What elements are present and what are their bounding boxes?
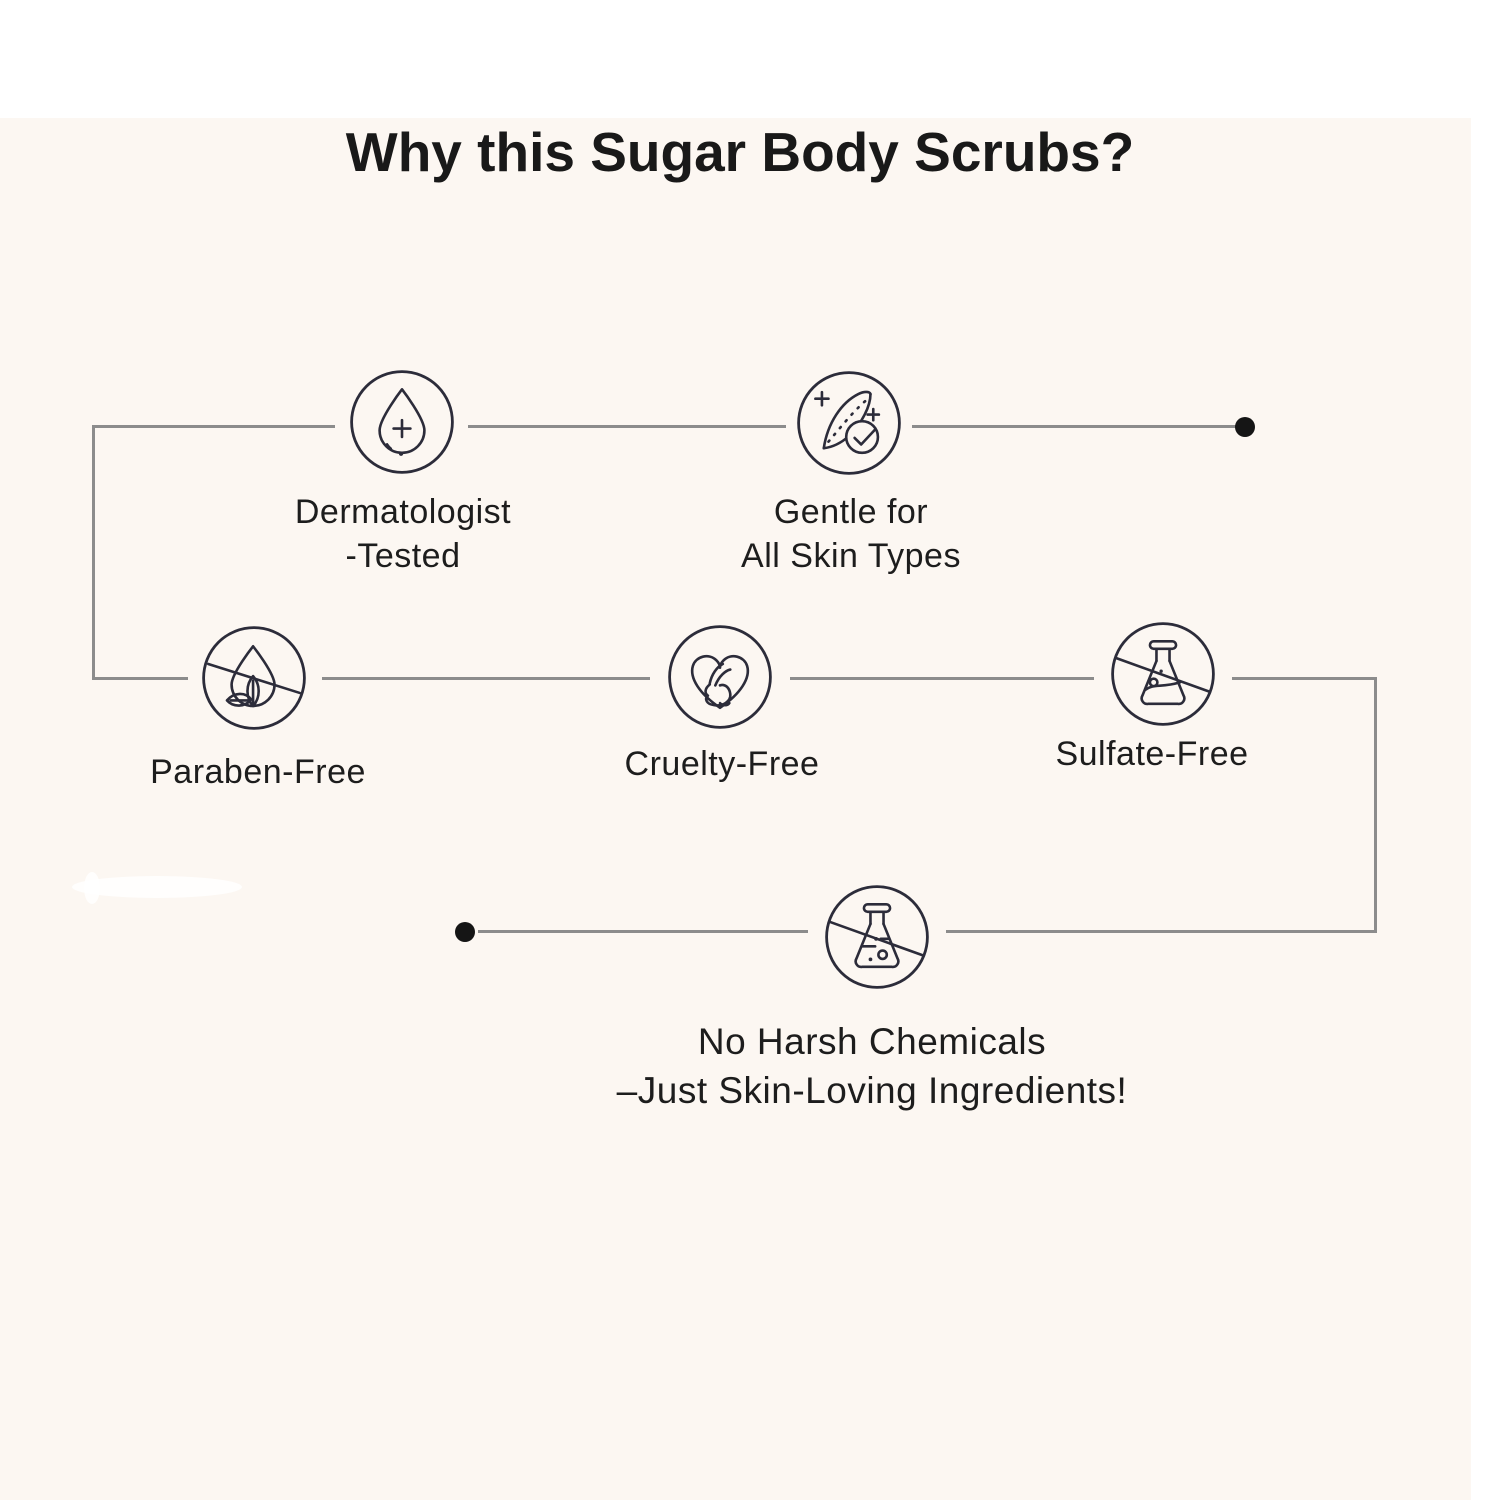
connector-line (468, 425, 786, 428)
connector-end-dot (455, 922, 475, 942)
label-line: Sulfate-Free (1055, 735, 1249, 773)
droplet-plus-icon (346, 366, 458, 478)
label-line: –Just Skin-Loving Ingredients! (616, 1069, 1128, 1111)
artifact-smudge (72, 876, 242, 898)
connector-line (92, 677, 188, 680)
connector-line (790, 677, 1094, 680)
feature-label-gentle: Gentle for All Skin Types (741, 490, 961, 578)
cream-panel (0, 118, 1471, 1500)
label-line: Paraben-Free (150, 753, 366, 791)
feather-check-icon (793, 367, 905, 479)
feature-label-paraben: Paraben-Free (150, 750, 366, 794)
connector-line (92, 425, 335, 428)
crossed-flask-dots-icon (821, 881, 933, 993)
connector-line (1374, 677, 1377, 933)
page-title: Why this Sugar Body Scrubs? (345, 121, 1135, 183)
crossed-droplet-leaf-icon (198, 622, 310, 734)
label-line: All Skin Types (741, 537, 961, 576)
connector-line (92, 425, 95, 680)
label-line: Gentle for (773, 493, 929, 531)
feature-label-sulfate: Sulfate-Free (1055, 732, 1248, 776)
feature-label-chemicals: No Harsh Chemicals –Just Skin-Loving Ing… (617, 1018, 1128, 1116)
label-line: No Harsh Chemicals (697, 1021, 1047, 1062)
rabbit-in-heart-icon (664, 621, 776, 733)
connector-line (1232, 677, 1377, 680)
connector-line (912, 425, 1245, 428)
label-line: -Tested (345, 537, 461, 576)
feature-label-cruelty: Cruelty-Free (625, 742, 820, 786)
artifact-smudge (84, 872, 100, 904)
label-line: Dermatologist (294, 493, 512, 531)
feature-label-dermatologist: Dermatologist -Tested (295, 490, 511, 578)
connector-line (946, 930, 1376, 933)
label-line: Cruelty-Free (624, 745, 820, 783)
connector-line (478, 930, 808, 933)
connector-line (322, 677, 650, 680)
crossed-flask-icon (1107, 618, 1219, 730)
connector-end-dot (1235, 417, 1255, 437)
